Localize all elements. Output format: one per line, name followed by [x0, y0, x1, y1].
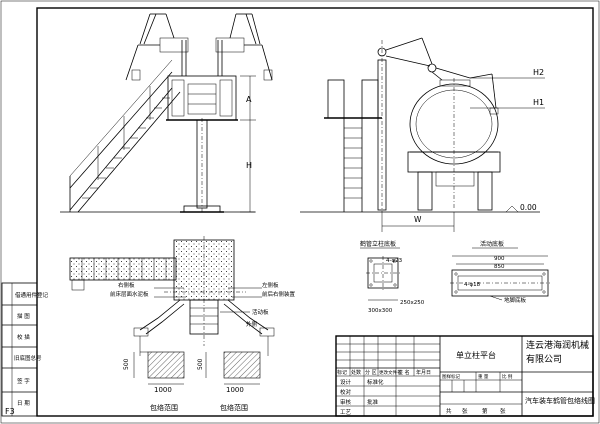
drawing-title: 汽车装车鹤管包络线图: [525, 396, 595, 405]
std-label: 标准化: [367, 378, 384, 386]
plan-label-1: 右侧板: [118, 281, 135, 289]
rev-header-4: 更改文件号: [379, 369, 402, 376]
company-line-1: 连云港海润机械: [526, 339, 589, 351]
detail-right-dim-mid: 850: [494, 264, 505, 270]
sign-row-3: 审核: [340, 398, 352, 406]
detail-movable-base: 活动底板 900 850 4-φ18 地脚底板: [450, 240, 550, 304]
range-label-right: 包络范围: [220, 403, 248, 412]
level-label-H2: H2: [533, 68, 544, 77]
ground-level-label: 0.00: [520, 203, 537, 212]
dim-label-H: H: [246, 161, 252, 170]
detail-right-hole-note: 4-φ18: [464, 282, 481, 288]
rev-header-6: 年月日: [416, 369, 431, 376]
detail-left-dim-bottom: 300x300: [368, 308, 393, 314]
plan-label-2: 前床层面水泥板: [110, 290, 149, 298]
sheet-footer-1: 共: [446, 407, 452, 415]
company-line-2: 有限公司: [526, 353, 562, 365]
detail-column-base: 鹤管立柱底板 4-φ23 300x300 250x250: [360, 240, 425, 314]
detail-right-foot-label: 地脚底板: [504, 296, 527, 304]
left-strip-row-1: 借通用件登记: [15, 291, 49, 299]
dim-label-W: W: [414, 215, 422, 224]
rev-header-2: 处数: [351, 369, 361, 376]
rev-header-3: 分 区: [365, 369, 377, 376]
dim-left: 1000: [154, 386, 172, 394]
range-label-left: 包络范围: [150, 403, 178, 412]
detail-right-title: 活动底板: [480, 240, 504, 248]
dim-right: 1000: [226, 386, 244, 394]
stage-header-1: 图样标记: [442, 373, 460, 380]
dim-right-small: 500: [197, 358, 204, 370]
left-strip-row-3: 校 描: [17, 333, 30, 341]
left-strip-row-2: 描 图: [17, 312, 30, 320]
plan-label-3: 左侧板: [262, 281, 279, 289]
rev-header-5: 签 名: [398, 369, 410, 376]
title-block: 单立柱平台 连云港海润机械 有限公司 汽车装车鹤管包络线图 标记 处数 分 区 …: [335, 335, 595, 417]
plan-label-4: 前后右侧装置: [262, 290, 296, 298]
sheet-footer-3: 第: [482, 407, 488, 415]
detail-left-title: 鹤管立柱底板: [360, 240, 396, 248]
rev-header-1: 标记: [337, 369, 347, 376]
front-view: H2 H1 W 0.00: [300, 37, 545, 232]
left-strip-row-4: 旧底图总号: [14, 354, 42, 362]
sign-row-4: 工艺: [340, 409, 352, 416]
stage-header-3: 比 例: [502, 373, 513, 380]
plan-view: 右侧板 前床层面水泥板 左侧板 前后右侧装置 活动板 外侧 500 1000 包…: [69, 236, 296, 412]
sign-row-1: 设计: [340, 378, 352, 386]
dim-left-small: 500: [123, 358, 130, 370]
detail-left-dim-right: 250x250: [400, 300, 425, 306]
left-strip-row-6: 日 期: [17, 400, 30, 407]
level-label-H1: H1: [533, 98, 544, 107]
plan-label-5: 活动板: [252, 308, 269, 316]
dim-label-A: A: [246, 95, 252, 104]
sheet-footer-2: 张: [462, 407, 468, 415]
detail-left-hole-note: 4-φ23: [386, 258, 403, 264]
left-strip: 借通用件登记 描 图 校 描 旧底图总号 签 字 日 期 F3: [1, 282, 49, 417]
stage-header-2: 重 量: [478, 373, 489, 380]
side-view: A H: [60, 13, 273, 213]
project-title: 单立柱平台: [456, 350, 496, 360]
sheet-footer-4: 张: [500, 407, 506, 415]
plan-label-6: 外侧: [246, 320, 258, 328]
sign-row-2: 校对: [340, 388, 352, 396]
detail-right-dim-top: 900: [494, 256, 505, 262]
left-strip-row-5: 签 字: [17, 377, 30, 385]
approve-label: 批准: [367, 398, 379, 406]
sheet-size-code: F3: [5, 407, 15, 416]
